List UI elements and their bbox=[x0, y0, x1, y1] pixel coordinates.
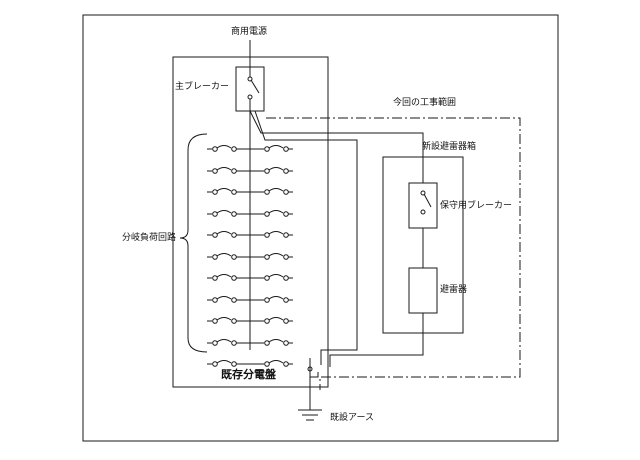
branch-contact-right-inner bbox=[264, 297, 270, 303]
branch-contact-right-outer bbox=[283, 340, 289, 346]
branch-switch-left bbox=[216, 360, 232, 364]
branch-contact-right-outer bbox=[283, 232, 289, 238]
branch-contact-left-inner bbox=[231, 318, 237, 324]
arrester-box bbox=[408, 267, 438, 314]
branch-load-circuits-label: 分岐負荷回路 bbox=[122, 233, 177, 243]
branch-contact-left-outer bbox=[212, 189, 218, 195]
branch-contact-left-inner bbox=[231, 361, 237, 367]
branch-switch-right bbox=[268, 360, 284, 364]
branch-contact-right-outer bbox=[283, 168, 289, 174]
branch-switch-right bbox=[268, 253, 284, 257]
main-breaker-label: 主ブレーカー bbox=[175, 82, 230, 92]
branch-switch-left bbox=[216, 317, 232, 321]
earth-terminal-node bbox=[307, 366, 313, 372]
branch-contact-left-outer bbox=[212, 361, 218, 367]
branch-contact-left-inner bbox=[231, 232, 237, 238]
work-scope-boundary bbox=[266, 117, 521, 390]
earth-terminal-link bbox=[310, 372, 319, 378]
new-arrester-box-label: 新設避雷器箱 bbox=[422, 142, 477, 152]
branch-brace bbox=[179, 133, 208, 353]
branch-contact-left-outer bbox=[212, 254, 218, 260]
branch-contact-left-inner bbox=[231, 189, 237, 195]
branch-switch-left bbox=[216, 188, 232, 192]
branch-contact-left-inner bbox=[231, 297, 237, 303]
branch-contact-right-outer bbox=[283, 146, 289, 152]
branch-contact-left-inner bbox=[231, 275, 237, 281]
branch-contact-right-outer bbox=[283, 275, 289, 281]
branch-contact-right-outer bbox=[283, 297, 289, 303]
branch-contact-right-outer bbox=[283, 211, 289, 217]
feed-wire-2 bbox=[254, 110, 358, 365]
branch-contact-right-inner bbox=[264, 189, 270, 195]
feed-wire-1 bbox=[249, 110, 424, 183]
branch-switch-right bbox=[268, 188, 284, 192]
protective-breaker-contact-top bbox=[420, 190, 426, 196]
protective-breaker-contact-bottom bbox=[420, 209, 426, 215]
branch-contact-right-inner bbox=[264, 340, 270, 346]
protective-breaker-label: 保守用ブレーカー bbox=[440, 201, 513, 211]
branch-contact-right-inner bbox=[264, 254, 270, 260]
branch-contact-left-outer bbox=[212, 297, 218, 303]
branch-contact-left-outer bbox=[212, 232, 218, 238]
main-breaker-contact-bottom bbox=[247, 94, 253, 100]
branch-switch-right bbox=[268, 296, 284, 300]
branch-contact-left-inner bbox=[231, 211, 237, 217]
branch-contact-left-inner bbox=[231, 146, 237, 152]
branch-contact-right-inner bbox=[264, 361, 270, 367]
branch-contact-right-outer bbox=[283, 254, 289, 260]
branch-contact-right-outer bbox=[283, 361, 289, 367]
branch-contact-right-outer bbox=[283, 189, 289, 195]
outer-frame bbox=[82, 14, 559, 442]
main-breaker-contact-top bbox=[247, 76, 253, 82]
branch-contact-right-inner bbox=[264, 168, 270, 174]
branch-switch-right bbox=[268, 145, 284, 149]
branch-contact-left-inner bbox=[231, 168, 237, 174]
branch-contact-right-outer bbox=[283, 318, 289, 324]
branch-contact-left-outer bbox=[212, 340, 218, 346]
branch-contact-left-inner bbox=[231, 254, 237, 260]
protective-breaker-box bbox=[408, 182, 438, 229]
branch-switch-right bbox=[268, 231, 284, 235]
branch-contact-right-inner bbox=[264, 318, 270, 324]
branch-contact-left-inner bbox=[231, 340, 237, 346]
work-scope-label: 今回の工事範囲 bbox=[393, 98, 457, 108]
branch-contact-right-inner bbox=[264, 146, 270, 152]
branch-switch-left bbox=[216, 145, 232, 149]
branch-switch-right bbox=[268, 167, 284, 171]
main-breaker-switch bbox=[250, 79, 260, 94]
commercial-power-label: 商用電源 bbox=[231, 27, 268, 37]
protective-breaker-switch bbox=[423, 193, 432, 208]
branch-switch-right bbox=[268, 274, 284, 278]
branch-contact-left-outer bbox=[212, 211, 218, 217]
branch-switch-right bbox=[268, 339, 284, 343]
existing-panel-label: 既存分電盤 bbox=[221, 368, 276, 381]
branch-contact-right-inner bbox=[264, 232, 270, 238]
branch-switch-left bbox=[216, 253, 232, 257]
branch-contact-left-outer bbox=[212, 275, 218, 281]
branch-switch-left bbox=[216, 339, 232, 343]
branch-switch-right bbox=[268, 210, 284, 214]
arrester-label: 避雷器 bbox=[440, 285, 468, 295]
branch-switch-left bbox=[216, 296, 232, 300]
branch-contact-right-inner bbox=[264, 211, 270, 217]
branch-contact-left-outer bbox=[212, 146, 218, 152]
branch-contact-left-outer bbox=[212, 318, 218, 324]
branch-switch-left bbox=[216, 210, 232, 214]
branch-contact-left-outer bbox=[212, 168, 218, 174]
branch-circuits bbox=[207, 145, 293, 367]
arrester-earth-wire bbox=[329, 313, 424, 367]
branch-switch-left bbox=[216, 167, 232, 171]
branch-switch-right bbox=[268, 317, 284, 321]
branch-contact-right-inner bbox=[264, 275, 270, 281]
branch-switch-left bbox=[216, 274, 232, 278]
branch-switch-left bbox=[216, 231, 232, 235]
existing-earth-label: 既設アース bbox=[330, 413, 375, 423]
